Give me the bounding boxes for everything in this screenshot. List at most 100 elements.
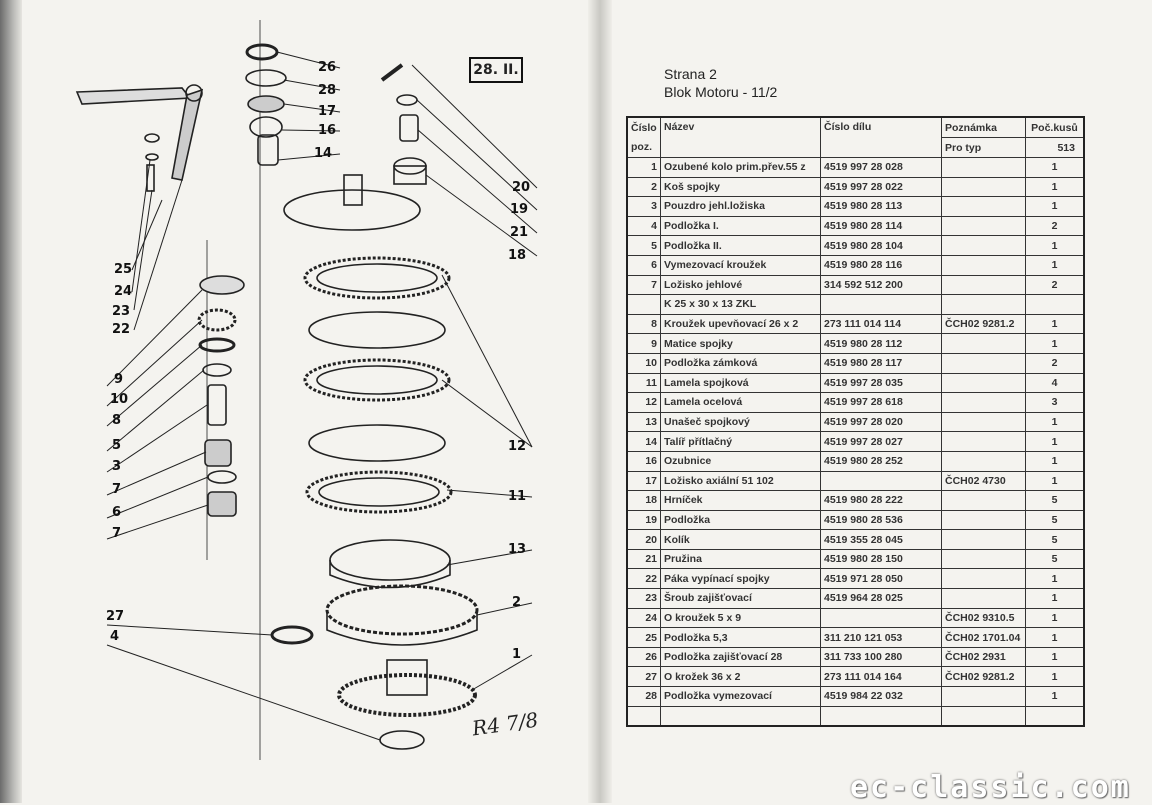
cell-pos: 19 [626, 509, 661, 531]
parts-table: Číslo Název Číslo dílu Poznámka Poč.kusů… [626, 116, 1085, 728]
cell-pos: 26 [626, 646, 661, 668]
cell-note: ČCH02 9281.2 [941, 666, 1026, 688]
cell-empty [1025, 705, 1085, 727]
cell-part-no: 4519 980 28 113 [820, 196, 942, 217]
cell-part-no: 314 592 512 200 [820, 274, 942, 296]
cell-pos: 21 [626, 548, 661, 570]
cell-part-no: 4519 980 28 104 [820, 235, 942, 256]
cell-note [941, 215, 1026, 237]
cell-pos: 27 [626, 666, 661, 688]
callout-label: 18 [508, 248, 527, 263]
header-note: Poznámka [941, 116, 1026, 138]
cell-name: Kolík [660, 529, 821, 550]
cell-note [941, 509, 1026, 531]
cell-name: Podložka zámková [660, 352, 821, 374]
cell-qty: 2 [1025, 352, 1085, 374]
cell-name: Ložisko axiální 51 102 [660, 470, 821, 492]
cell-qty: 1 [1025, 686, 1085, 707]
header-pos-sub: poz. [626, 137, 661, 158]
header-pos: Číslo [626, 116, 661, 138]
cell-qty: 1 [1025, 176, 1085, 198]
table-subheader-row: poz. Pro typ 513 [626, 137, 1085, 158]
cell-name: Podložka 5,3 [660, 627, 821, 648]
cell-note [941, 352, 1026, 374]
cell-qty: 1 [1025, 607, 1085, 629]
cell-qty: 2 [1025, 274, 1085, 296]
callout-label: 11 [508, 489, 527, 504]
cell-pos: 2 [626, 176, 661, 198]
cell-name: Kroužek upevňovací 26 x 2 [660, 313, 821, 335]
cell-pos: 24 [626, 607, 661, 629]
cell-name: Podložka II. [660, 235, 821, 256]
callout-label: 2 [512, 595, 522, 610]
header-name: Název [660, 116, 821, 158]
cell-name: Pružina [660, 548, 821, 570]
cell-note [941, 254, 1026, 276]
cell-name: Matice spojky [660, 333, 821, 354]
cell-name: O krožek 36 x 2 [660, 666, 821, 688]
cell-note [941, 196, 1026, 217]
cell-note [941, 529, 1026, 550]
cell-note [941, 333, 1026, 354]
cell-pos: 13 [626, 411, 661, 433]
cell-part-no: 4519 980 28 112 [820, 333, 942, 354]
cell-note [941, 176, 1026, 198]
callout-label: 7 [112, 526, 122, 541]
cell-part-no: 4519 980 28 116 [820, 254, 942, 276]
cell-qty: 1 [1025, 646, 1085, 668]
cell-part-no: 4519 984 22 032 [820, 686, 942, 707]
cell-empty [820, 705, 942, 727]
cell-qty: 2 [1025, 215, 1085, 237]
cell-qty: 1 [1025, 196, 1085, 217]
cell-part-no: 4519 997 28 618 [820, 392, 942, 413]
cell-pos: 1 [626, 157, 661, 178]
cell-name: O kroužek 5 x 9 [660, 607, 821, 629]
cell-note [941, 274, 1026, 296]
page-number: Strana 2 [664, 66, 717, 82]
cell-pos: 12 [626, 392, 661, 413]
cell-pos: 18 [626, 490, 661, 511]
cell-pos: 9 [626, 333, 661, 354]
cell-note [941, 490, 1026, 511]
cell-note: ČCH02 4730 [941, 470, 1026, 492]
callout-label: 25 [114, 262, 133, 277]
cell-part-no [820, 470, 942, 492]
cell-part-no: 4519 997 28 020 [820, 411, 942, 433]
table-row-empty [626, 705, 1085, 727]
callout-label: 4 [110, 629, 120, 644]
cell-part-no: 311 733 100 280 [820, 646, 942, 668]
cell-qty: 5 [1025, 529, 1085, 550]
cell-empty [941, 705, 1026, 727]
cell-qty: 4 [1025, 372, 1085, 394]
cell-part-no: 4519 997 28 028 [820, 157, 942, 178]
cell-pos [626, 294, 661, 315]
watermark: ec-classic.com [850, 770, 1131, 805]
cell-name: Podložka I. [660, 215, 821, 237]
cell-name: Lamela ocelová [660, 392, 821, 413]
cell-pos: 16 [626, 450, 661, 472]
callout-label: 7 [112, 482, 122, 497]
callout-label: 13 [508, 542, 527, 557]
callout-label: 14 [314, 146, 333, 161]
cell-note [941, 431, 1026, 452]
cell-note: ČCH02 9281.2 [941, 313, 1026, 335]
cell-note [941, 235, 1026, 256]
cell-part-no: 4519 964 28 025 [820, 588, 942, 609]
header-qty-sub: 513 [1025, 137, 1085, 158]
callout-label: 19 [510, 202, 529, 217]
cell-name: Ozubené kolo prim.přev.55 z [660, 157, 821, 178]
cell-qty: 1 [1025, 627, 1085, 648]
cell-note [941, 372, 1026, 394]
cell-name: Koš spojky [660, 176, 821, 198]
callout-label: 24 [114, 284, 133, 299]
cell-part-no: 4519 980 28 252 [820, 450, 942, 472]
callout-label: 28 [318, 83, 337, 98]
